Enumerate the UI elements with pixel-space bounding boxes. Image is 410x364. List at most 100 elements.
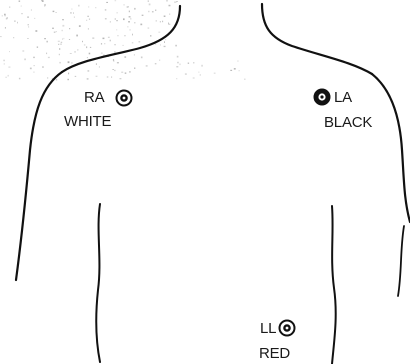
speckle-dot — [5, 77, 6, 78]
speckle-dot — [33, 72, 34, 73]
speckle-dot — [129, 11, 130, 13]
speckle-dot — [56, 79, 57, 81]
speckle-dot — [62, 30, 63, 31]
speckle-dot — [107, 76, 109, 78]
speckle-dot — [87, 57, 88, 58]
speckle-dot — [114, 70, 116, 71]
speckle-dot — [166, 0, 167, 1]
speckle-dot — [128, 6, 129, 7]
speckle-dot — [77, 49, 78, 50]
shoulder-line-right-side-person — [16, 72, 62, 280]
speckle-dot — [44, 4, 46, 6]
speckle-dot — [125, 73, 127, 74]
speckle-dot — [175, 45, 177, 47]
speckle-dot — [176, 1, 177, 2]
speckle-dot — [148, 28, 150, 29]
speckle-dot — [129, 16, 131, 17]
speckle-dot — [96, 76, 98, 77]
speckle-dot — [46, 53, 47, 55]
speckle-dot — [59, 62, 61, 64]
speckle-dot — [162, 21, 163, 23]
speckle-dot — [28, 24, 29, 25]
speckle-dot — [74, 16, 75, 18]
speckle-dot — [33, 57, 35, 58]
speckle-dot — [121, 72, 123, 73]
speckle-dot — [13, 37, 14, 38]
speckle-dot — [44, 38, 46, 39]
speckle-dot — [28, 26, 29, 27]
speckle-dot — [9, 51, 10, 52]
speckle-dot — [239, 70, 240, 71]
speckle-dot — [47, 41, 48, 43]
speckle-dot — [177, 62, 179, 64]
speckle-dot — [148, 0, 149, 2]
speckle-dot — [21, 13, 22, 14]
speckle-dot — [130, 29, 131, 30]
speckle-dot — [56, 31, 57, 32]
speckle-dot — [8, 75, 9, 77]
speckle-dot — [58, 41, 60, 42]
speckle-dot — [214, 73, 216, 74]
speckle-dot — [113, 59, 114, 61]
speckle-dot — [31, 9, 32, 10]
speckle-dot — [59, 48, 60, 50]
speckle-dot — [110, 21, 111, 23]
speckle-dot — [101, 43, 102, 45]
speckle-dot — [158, 32, 160, 33]
speckle-dot — [150, 35, 151, 36]
speckle-dot — [234, 68, 236, 70]
speckle-dot — [33, 65, 35, 66]
speckle-dot — [19, 0, 21, 2]
speckle-dot — [176, 66, 178, 67]
speckle-dot — [9, 7, 10, 8]
speckle-dot — [176, 78, 177, 79]
speckle-dot — [86, 46, 87, 48]
speckle-dot — [164, 41, 165, 42]
speckle-dot — [142, 15, 143, 16]
speckle-dot — [22, 50, 24, 51]
speckle-dot — [7, 17, 8, 19]
speckle-dot — [74, 51, 76, 53]
speckle-dot — [4, 63, 5, 64]
speckle-dot — [53, 11, 55, 12]
speckle-dot — [155, 10, 156, 11]
speckle-dot — [55, 12, 56, 13]
speckle-dot — [69, 39, 70, 40]
speckle-dot — [177, 56, 179, 58]
speckle-dot — [115, 18, 116, 19]
background-speckles — [0, 0, 245, 80]
speckle-dot — [54, 32, 56, 34]
speckle-dot — [17, 22, 18, 24]
speckle-dot — [108, 37, 110, 38]
speckle-dot — [123, 18, 125, 20]
speckle-dot — [87, 78, 89, 79]
speckle-dot — [8, 67, 10, 68]
speckle-dot — [114, 44, 116, 45]
speckle-dot — [104, 43, 105, 44]
speckle-dot — [132, 42, 134, 43]
ra-label: RA — [84, 90, 104, 105]
speckle-dot — [79, 25, 81, 27]
speckle-dot — [155, 44, 156, 45]
speckle-dot — [68, 61, 70, 63]
speckle-dot — [75, 76, 77, 77]
speckle-dot — [5, 27, 6, 28]
speckle-dot — [146, 65, 148, 67]
speckle-dot — [140, 24, 142, 26]
speckle-dot — [134, 54, 135, 56]
speckle-dot — [114, 51, 116, 53]
speckle-dot — [73, 13, 74, 14]
speckle-dot — [116, 29, 117, 30]
speckle-dot — [37, 47, 38, 48]
speckle-dot — [132, 34, 133, 36]
speckle-dot — [106, 2, 108, 3]
speckle-dot — [21, 6, 22, 7]
speckle-dot — [193, 78, 195, 79]
speckle-dot — [88, 7, 89, 8]
speckle-dot — [116, 20, 118, 21]
speckle-dot — [165, 39, 166, 40]
speckle-dot — [71, 63, 73, 64]
speckle-dot — [58, 44, 59, 45]
speckle-dot — [69, 28, 70, 29]
speckle-dot — [3, 60, 5, 62]
